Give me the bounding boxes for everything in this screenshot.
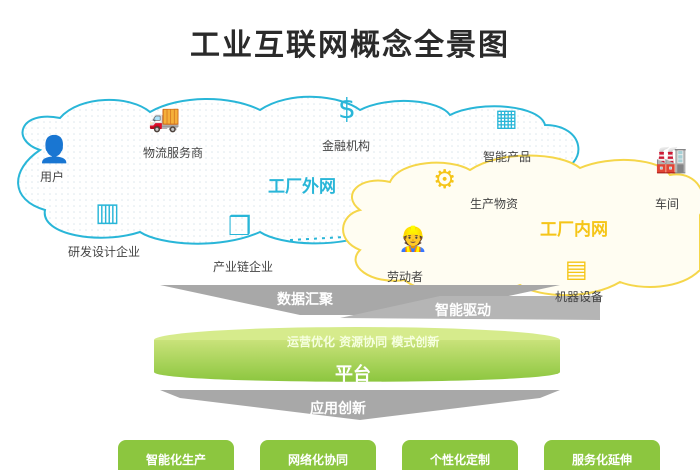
internal-network-label: 工厂内网 bbox=[540, 220, 608, 240]
data-aggregation-band bbox=[160, 285, 560, 315]
user-icon: 👤 bbox=[38, 135, 71, 165]
node-worker: 劳动者 bbox=[387, 270, 424, 284]
truck-icon: 🚚 bbox=[148, 104, 181, 134]
node-logistics: 物流服务商 bbox=[143, 146, 204, 160]
machine-icon: ▤ bbox=[565, 255, 588, 283]
smart-product-icon: ▦ bbox=[495, 104, 518, 132]
app-innovation-band bbox=[160, 390, 560, 420]
app-box-networked-collaboration: 网络化协同 bbox=[260, 440, 376, 470]
node-supply-chain: 产业链企业 bbox=[213, 260, 274, 274]
internal-network-cloud bbox=[342, 154, 700, 297]
node-finance: 金融机构 bbox=[322, 139, 371, 153]
node-rd-enterprise: 研发设计企业 bbox=[68, 245, 141, 259]
app-box-smart-production: 智能化生产 bbox=[118, 440, 234, 470]
page-title: 工业互联网概念全景图 bbox=[190, 28, 510, 63]
platform-disk-body bbox=[154, 340, 560, 382]
platform-subtitle: 运营优化 资源协同 模式创新 bbox=[287, 335, 440, 349]
external-network-label: 工厂外网 bbox=[268, 177, 336, 197]
node-workshop: 车间 bbox=[655, 197, 680, 211]
node-machinery: 机器设备 bbox=[555, 290, 604, 304]
dashed-connector bbox=[289, 236, 346, 241]
node-production-materials: 生产物资 bbox=[470, 197, 519, 211]
node-user: 用户 bbox=[40, 170, 65, 184]
factory-icon: 🏭 bbox=[655, 145, 688, 175]
gears-icon: ⚙ bbox=[433, 165, 457, 195]
app-box-service-extension: 服务化延伸 bbox=[544, 440, 660, 470]
smart-drive-band bbox=[340, 296, 600, 320]
buildings-icon: ▥ bbox=[95, 198, 120, 228]
node-smart-product: 智能产品 bbox=[483, 150, 532, 164]
platform-label: 平台 bbox=[335, 364, 371, 385]
app-box-personalized-customization: 个性化定制 bbox=[402, 440, 518, 470]
data-aggregation-label: 数据汇聚 bbox=[277, 292, 333, 308]
app-innovation-label: 应用创新 bbox=[310, 401, 366, 417]
smart-drive-label: 智能驱动 bbox=[435, 303, 491, 319]
dollar-icon: $ bbox=[338, 92, 356, 125]
worker-icon: 👷 bbox=[398, 225, 428, 253]
cubes-icon: ❒ bbox=[228, 212, 252, 242]
